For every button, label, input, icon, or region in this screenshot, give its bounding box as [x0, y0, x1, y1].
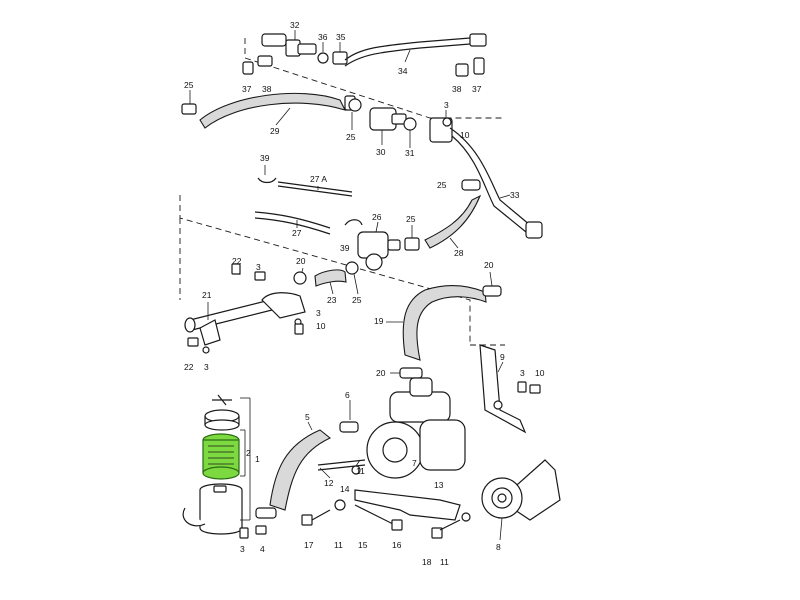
label-25e: 25 — [352, 295, 362, 305]
label-27a: 27 A — [310, 174, 327, 184]
pulley-8 — [481, 459, 561, 521]
label-11b: 11 — [334, 540, 343, 550]
label-9: 9 — [500, 352, 505, 362]
label-27: 27 — [292, 228, 302, 238]
label-39b: 39 — [340, 243, 350, 253]
hose-29 — [181, 92, 362, 129]
label-33: 33 — [510, 190, 520, 200]
hose-5 — [255, 421, 359, 519]
label-11c: 11 — [440, 557, 449, 567]
pipe-33 — [429, 117, 543, 239]
label-10b: 10 — [316, 321, 326, 331]
label-8: 8 — [496, 542, 501, 552]
label-6: 6 — [345, 390, 350, 400]
label-30: 30 — [376, 147, 386, 157]
label-38a: 38 — [262, 84, 272, 94]
label-15: 15 — [358, 540, 368, 550]
label-36: 36 — [318, 32, 328, 42]
label-25a: 25 — [184, 80, 194, 90]
label-1: 1 — [255, 454, 260, 464]
filter-assembly — [182, 394, 267, 539]
label-3e: 3 — [520, 368, 525, 378]
label-10a: 10 — [460, 130, 470, 140]
part-labels: 32 36 35 34 37 38 38 37 25 29 25 30 31 3… — [184, 20, 545, 567]
label-17: 17 — [304, 540, 314, 550]
label-12: 12 — [324, 478, 334, 488]
label-23: 23 — [327, 295, 337, 305]
tube-assembly-21 — [184, 261, 359, 354]
label-20b: 20 — [484, 260, 494, 270]
label-25d: 25 — [406, 214, 416, 224]
label-14: 14 — [340, 484, 350, 494]
bracket-9 — [479, 344, 541, 434]
label-31: 31 — [405, 148, 415, 158]
label-18: 18 — [422, 557, 432, 567]
label-22b: 22 — [184, 362, 194, 372]
label-35: 35 — [336, 32, 346, 42]
label-20c: 20 — [376, 368, 386, 378]
label-3f: 3 — [240, 544, 245, 554]
label-20a: 20 — [296, 256, 306, 266]
assembly-outline — [179, 38, 505, 346]
hose-19 — [399, 284, 502, 379]
label-3b: 3 — [256, 262, 261, 272]
label-3d: 3 — [204, 362, 209, 372]
label-10c: 10 — [535, 368, 545, 378]
label-22a: 22 — [232, 256, 242, 266]
label-7: 7 — [412, 458, 417, 468]
air-pump — [317, 377, 466, 479]
label-21: 21 — [202, 290, 212, 300]
breather-assembly — [254, 177, 482, 271]
filter-element-highlighted — [202, 433, 240, 480]
label-25b: 25 — [346, 132, 356, 142]
label-26: 26 — [372, 212, 382, 222]
label-28: 28 — [454, 248, 464, 258]
label-25c: 25 — [437, 180, 447, 190]
leader-lines — [189, 30, 511, 541]
label-11a: 11 — [356, 466, 365, 476]
label-2: 2 — [246, 448, 251, 458]
valve-30 — [369, 107, 417, 131]
label-37a: 37 — [242, 84, 252, 94]
label-29: 29 — [270, 126, 280, 136]
label-32: 32 — [290, 20, 300, 30]
label-3a: 3 — [444, 100, 449, 110]
label-16: 16 — [392, 540, 402, 550]
label-37b: 37 — [472, 84, 482, 94]
label-3c: 3 — [316, 308, 321, 318]
label-38b: 38 — [452, 84, 462, 94]
label-4: 4 — [260, 544, 265, 554]
label-5: 5 — [305, 412, 310, 422]
label-19: 19 — [374, 316, 384, 326]
label-34: 34 — [398, 66, 408, 76]
label-39a: 39 — [260, 153, 270, 163]
fuel-line-assembly — [242, 33, 487, 77]
label-13: 13 — [434, 480, 444, 490]
